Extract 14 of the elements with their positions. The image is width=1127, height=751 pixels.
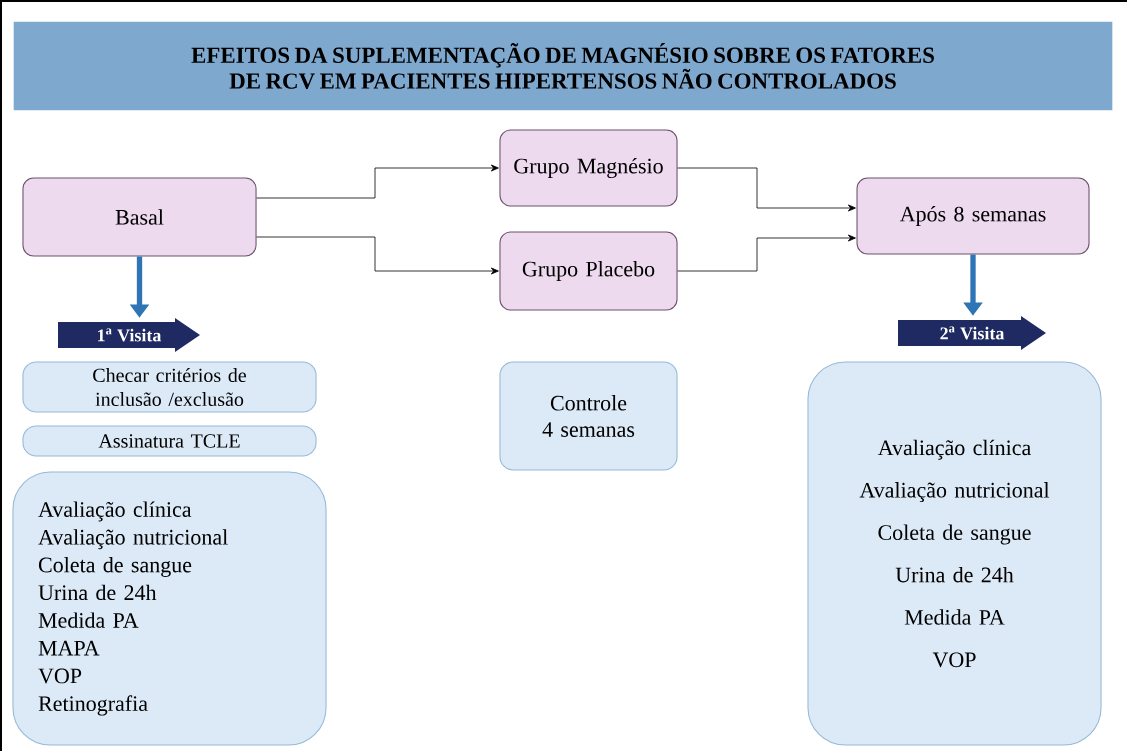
title-banner: EFEITOS DA SUPLEMENTAÇÃO DE MAGNÉSIO SOBRE OS FATORES DE RCV EM PACIENTES HIPERTENSOS NÃO CONTROLADOS <box>12 20 1114 112</box>
list-box: Avaliação clínica Avaliação nutricional Coleta de sangue Urina de 24h Medida PA MAPA VOP Retinografia <box>12 471 327 746</box>
arrow <box>256 164 499 199</box>
info-box: Controle 4 semanas <box>499 361 678 471</box>
arrow <box>677 167 856 212</box>
process-box: Grupo Magnésio <box>499 129 678 207</box>
process-box: Basal <box>22 177 257 257</box>
info-box: Checar critérios de inclusão /exclusão <box>22 361 317 413</box>
arrow <box>677 234 856 272</box>
info-box: Assinatura TCLE <box>22 425 317 457</box>
arrow <box>256 236 499 275</box>
list-box: Avaliação clínica Avaliação nutricional Coleta de sangue Urina de 24h Medida PA VOP <box>807 361 1102 746</box>
process-box: Grupo Placebo <box>499 231 678 311</box>
process-box: Após 8 semanas <box>856 177 1090 255</box>
